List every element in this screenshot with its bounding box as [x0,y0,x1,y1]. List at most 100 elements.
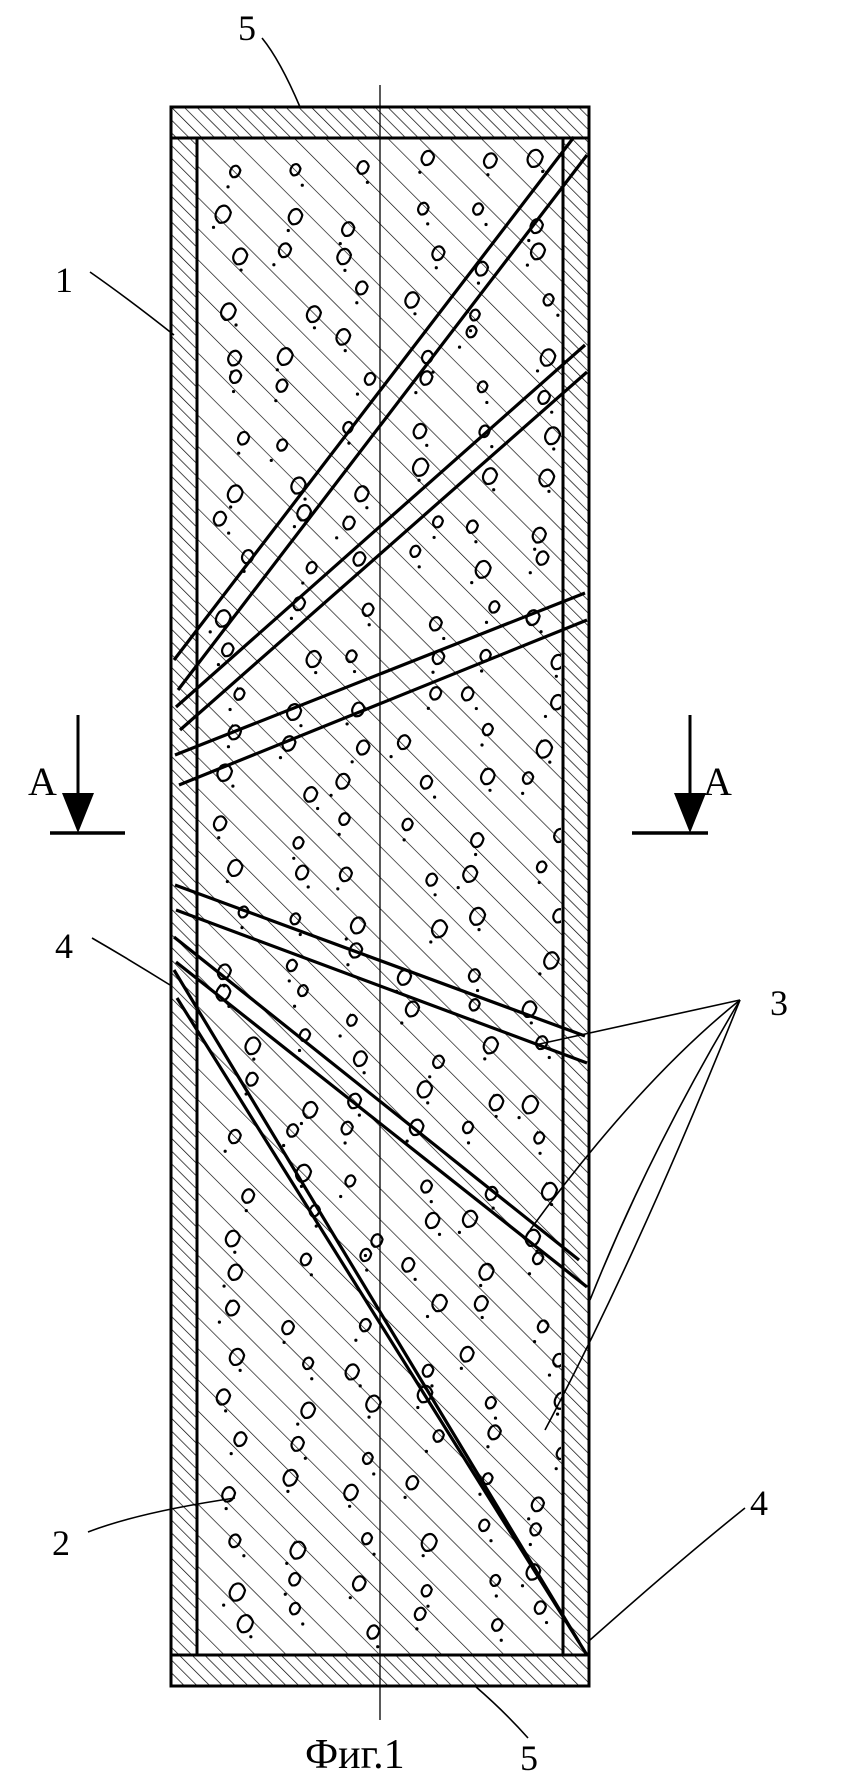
callout-filler: 2 [52,1523,70,1563]
aggregate-dot [460,1367,463,1370]
aggregate-dot [490,445,493,448]
aggregate-dot [426,1605,429,1608]
aggregate-dot [336,887,339,890]
aggregate-dot [239,1369,242,1372]
aggregate-dot [339,1034,342,1037]
aggregate-dot [427,707,430,710]
aggregate-dot [240,926,243,929]
aggregate-dot [368,623,371,626]
aggregate-dot [470,581,473,584]
aggregate-dot [346,963,349,966]
aggregate-dot [299,724,302,727]
aggregate-dot [314,671,317,674]
aggregate-dot [366,181,369,184]
aggregate-dot [521,792,524,795]
section-letter-left: A [28,759,57,804]
aggregate-dot [344,349,347,352]
aggregate-dot [435,266,438,269]
aggregate-dot [467,1141,470,1144]
aggregate-dot [556,314,559,317]
aggregate-dot [339,1195,342,1198]
aggregate-dot [529,571,532,574]
aggregate-dot [418,171,421,174]
aggregate-dot [555,675,558,678]
aggregate-dot [425,444,428,447]
aggregate-dot [285,1562,288,1565]
aggregate-dot [481,1316,484,1319]
aggregate-dot [230,1452,233,1455]
aggregate-dot [329,794,332,797]
callout-shell-bottom: 5 [520,1738,538,1778]
aggregate-dot [300,1122,303,1125]
aggregate-dot [217,663,220,666]
aggregate-dot [304,1457,307,1460]
aggregate-dot [316,807,319,810]
leader-rib-end-left [92,938,170,985]
aggregate-dot [272,263,275,266]
aggregate-dot [376,1645,379,1648]
aggregate-dot [403,1496,406,1499]
aggregate-dot [310,1273,313,1276]
aggregate-dot [442,637,445,640]
aggregate-dot [458,1231,461,1234]
aggregate-dot [538,1152,541,1155]
aggregate-dot [536,369,539,372]
aggregate-dot [489,1539,492,1542]
aggregate-dot [237,452,240,455]
aggregate-dot [209,630,212,633]
aggregate-dot [547,490,550,493]
aggregate-dot [430,1384,433,1387]
aggregate-dot [345,937,348,940]
aggregate-dot [495,1594,498,1597]
aggregate-dot [414,1278,417,1281]
aggregate-dot [245,1209,248,1212]
aggregate-dot [476,989,479,992]
aggregate-dot [356,392,359,395]
aggregate-dot [313,326,316,329]
aggregate-dot [276,368,279,371]
aggregate-dot [293,525,296,528]
callout-casing: 1 [55,260,73,300]
aggregate-dot [347,442,350,445]
aggregate-dot [279,756,282,759]
aggregate-dot [293,1005,296,1008]
aggregate-dot [296,1422,299,1425]
aggregate-dot [425,1450,428,1453]
aggregate-dot [298,1049,301,1052]
aggregate-dot [422,1554,425,1557]
aggregate-dot [225,1507,228,1510]
aggregate-dot [228,708,231,711]
aggregate-dot [301,1622,304,1625]
aggregate-dot [458,346,461,349]
aggregate-dot [282,1341,285,1344]
aggregate-dot [274,399,277,402]
aggregate-dot [533,1340,536,1343]
leader-shell-bottom [475,1686,528,1738]
aggregate-dot [480,669,483,672]
aggregate-dot [226,185,229,188]
aggregate-dot [363,1071,366,1074]
aggregate-dot [415,1627,418,1630]
callout-shell-top: 5 [238,8,256,48]
aggregate-dot [242,1554,245,1557]
aggregate-dot [538,881,541,884]
aggregate-dot [485,401,488,404]
aggregate-dot [345,722,348,725]
aggregate-dot [226,880,229,883]
aggregate-dot [548,761,551,764]
aggregate-dot [426,1101,429,1104]
aggregate-dot [478,1493,481,1496]
aggregate-dot [282,1144,285,1147]
aggregate-dot [492,488,495,491]
aggregate-dot [270,459,273,462]
aggregate-dot [338,833,341,836]
leader-rib-end-right [590,1508,745,1640]
aggregate-dot [480,743,483,746]
aggregate-dot [426,222,429,225]
aggregate-dot [307,885,310,888]
aggregate-dot [365,506,368,509]
aggregate-dot [252,1058,255,1061]
aggregate-dot [530,1021,533,1024]
aggregate-dot [492,1207,495,1210]
aggregate-dot [224,1150,227,1153]
